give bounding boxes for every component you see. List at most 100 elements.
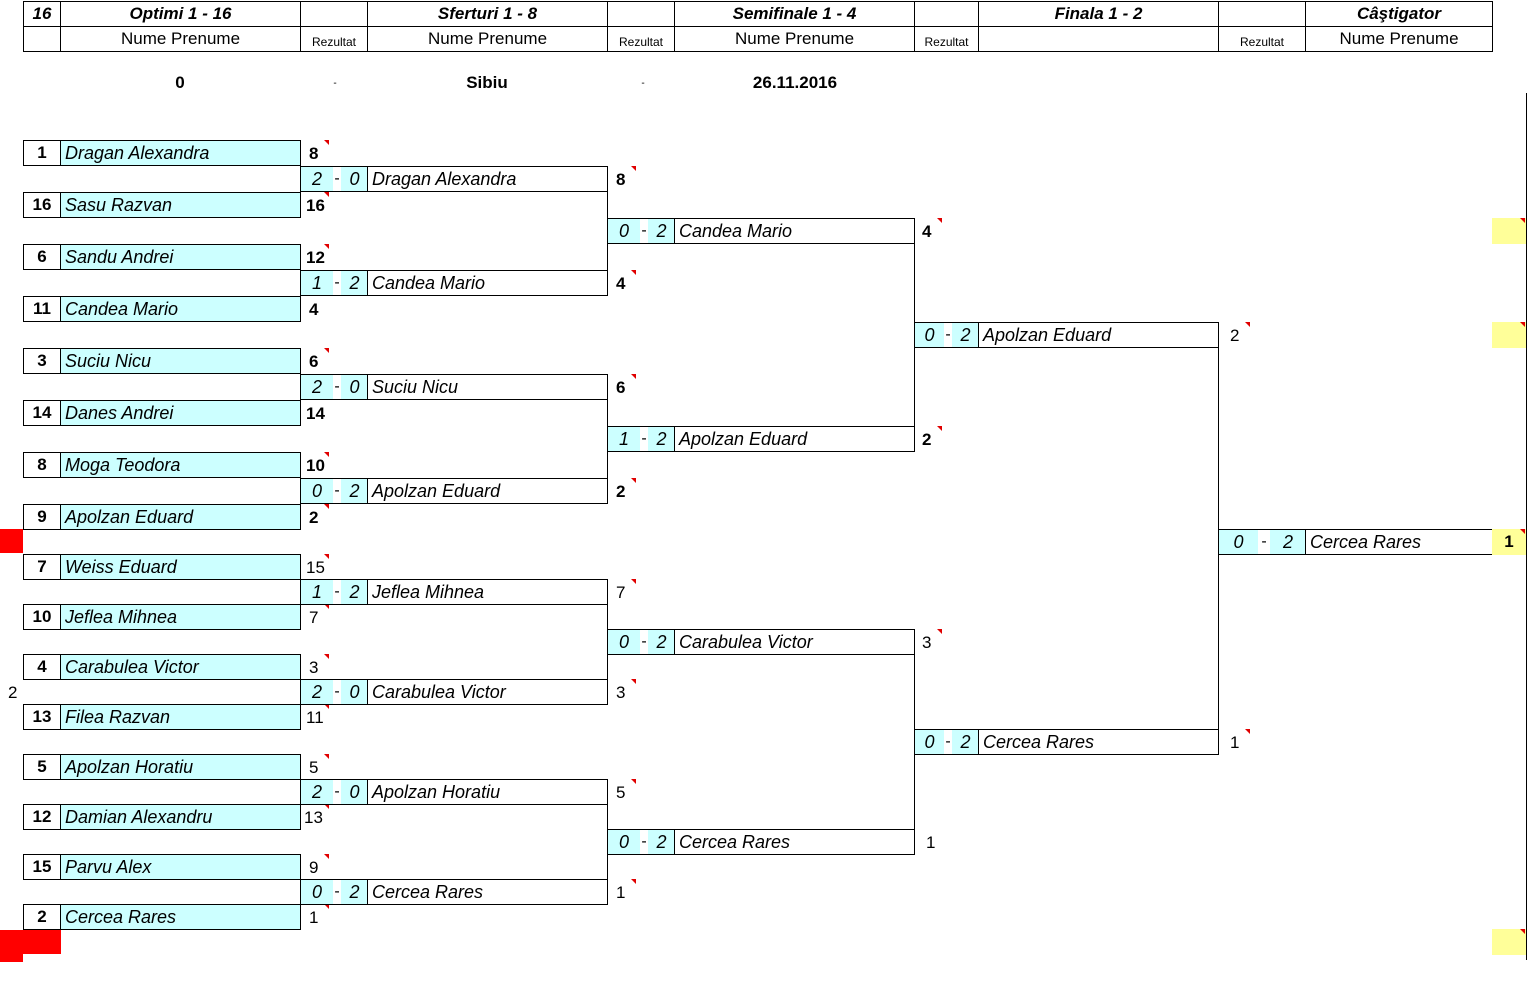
score-right[interactable]: 2 <box>952 322 979 348</box>
player-name[interactable]: Damian Alexandru <box>60 804 301 830</box>
score-left[interactable]: 2 <box>300 166 333 192</box>
player-name[interactable]: Weiss Eduard <box>60 554 301 580</box>
score-left[interactable]: 0 <box>914 729 944 755</box>
score-left[interactable]: 1 <box>300 270 333 296</box>
player-name[interactable]: Filea Razvan <box>60 704 301 730</box>
info-left-value: 0 <box>175 73 185 92</box>
score-right[interactable]: 2 <box>341 879 368 905</box>
header-blank <box>607 1 675 27</box>
bracket-connector <box>300 667 301 717</box>
subheader-result: Rezultat <box>914 26 979 52</box>
comment-marker-icon <box>1520 322 1525 327</box>
winner-rank: 7 <box>616 583 626 602</box>
comment-marker-icon <box>324 452 329 457</box>
winner-rank: 5 <box>616 783 626 802</box>
bracket-connector <box>300 361 301 413</box>
seed-number: 11 <box>23 296 61 322</box>
header-blank <box>300 1 368 27</box>
player-name[interactable]: Sasu Razvan <box>60 192 301 218</box>
winner-name[interactable]: Apolzan Eduard <box>674 426 915 452</box>
header-round-8: Sferturi 1 - 8 <box>367 1 608 27</box>
player-rank: 6 <box>309 352 319 371</box>
winner-rank: 4 <box>616 274 626 293</box>
comment-marker-icon <box>631 579 636 584</box>
player-name[interactable]: Parvu Alex <box>60 854 301 880</box>
seed-number: 15 <box>23 854 61 880</box>
side-number: 2 <box>8 683 18 702</box>
score-right[interactable]: 0 <box>341 166 368 192</box>
player-name[interactable]: Candea Mario <box>60 296 301 322</box>
player-name[interactable]: Apolzan Horatiu <box>60 754 301 780</box>
comment-marker-icon <box>324 140 329 145</box>
seed-number: 5 <box>23 754 61 780</box>
comment-marker-icon <box>1245 729 1250 734</box>
winner-name[interactable]: Cercea Rares <box>674 829 915 855</box>
score-right[interactable]: 2 <box>341 478 368 504</box>
comment-marker-icon <box>324 192 329 197</box>
winner-name[interactable]: Jeflea Mihnea <box>367 579 608 605</box>
winner-name[interactable]: Dragan Alexandra <box>367 166 608 192</box>
winner-name[interactable]: Cercea Rares <box>367 879 608 905</box>
score-right[interactable]: 2 <box>648 829 675 855</box>
player-name[interactable]: Suciu Nicu <box>60 348 301 374</box>
score-right[interactable]: 2 <box>341 579 368 605</box>
seed-number: 10 <box>23 604 61 630</box>
score-dash: - <box>640 629 648 655</box>
score-dash: - <box>1258 529 1270 555</box>
score-left[interactable]: 0 <box>1218 529 1258 555</box>
player-name[interactable]: Sandu Andrei <box>60 244 301 270</box>
red-marker-cell <box>0 930 61 954</box>
score-left[interactable]: 0 <box>607 829 640 855</box>
score-right[interactable]: 2 <box>648 426 675 452</box>
player-rank: 12 <box>306 248 325 267</box>
winner-name[interactable]: Apolzan Eduard <box>367 478 608 504</box>
score-left[interactable]: 0 <box>300 879 333 905</box>
score-right[interactable]: 0 <box>341 374 368 400</box>
winner-name[interactable]: Cercea Rares <box>978 729 1219 755</box>
comment-marker-icon <box>631 679 636 684</box>
score-left[interactable]: 0 <box>607 218 640 244</box>
winner-name[interactable]: Candea Mario <box>367 270 608 296</box>
score-right[interactable]: 2 <box>648 629 675 655</box>
score-right[interactable]: 2 <box>341 270 368 296</box>
player-name[interactable]: Dragan Alexandra <box>60 140 301 166</box>
player-name[interactable]: Moga Teodora <box>60 452 301 478</box>
winner-name[interactable]: Candea Mario <box>674 218 915 244</box>
player-name[interactable]: Apolzan Eduard <box>60 504 301 530</box>
seed-number: 8 <box>23 452 61 478</box>
comment-marker-icon <box>324 244 329 249</box>
score-right[interactable]: 2 <box>648 218 675 244</box>
winner-name[interactable]: Apolzan Horatiu <box>367 779 608 805</box>
score-dash: - <box>333 374 341 400</box>
score-left[interactable]: 0 <box>300 478 333 504</box>
player-name[interactable]: Jeflea Mihnea <box>60 604 301 630</box>
score-dash: - <box>944 322 952 348</box>
score-left[interactable]: 2 <box>300 679 333 705</box>
score-right[interactable]: 2 <box>1270 529 1306 555</box>
score-right[interactable]: 0 <box>341 779 368 805</box>
score-left[interactable]: 2 <box>300 779 333 805</box>
winner-rank: 4 <box>922 222 932 241</box>
player-name[interactable]: Cercea Rares <box>60 904 301 930</box>
winner-rank: 6 <box>616 378 626 397</box>
subheader-result: Rezultat <box>300 26 368 52</box>
score-left[interactable]: 1 <box>300 579 333 605</box>
winner-name[interactable]: Carabulea Victor <box>674 629 915 655</box>
score-left[interactable]: 0 <box>914 322 944 348</box>
winner-name[interactable]: Suciu Nicu <box>367 374 608 400</box>
player-rank: 3 <box>309 658 319 677</box>
score-left[interactable]: 0 <box>607 629 640 655</box>
info-date: 26.11.2016 <box>752 73 838 92</box>
champion-name[interactable]: Cercea Rares <box>1305 529 1493 555</box>
player-rank: 1 <box>309 908 319 927</box>
player-name[interactable]: Carabulea Victor <box>60 654 301 680</box>
winner-name[interactable]: Carabulea Victor <box>367 679 608 705</box>
score-left[interactable]: 1 <box>607 426 640 452</box>
score-right[interactable]: 2 <box>952 729 979 755</box>
winner-rank: 2 <box>1230 326 1240 345</box>
player-name[interactable]: Danes Andrei <box>60 400 301 426</box>
score-right[interactable]: 0 <box>341 679 368 705</box>
score-left[interactable]: 2 <box>300 374 333 400</box>
comment-marker-icon <box>1520 929 1525 934</box>
winner-name[interactable]: Apolzan Eduard <box>978 322 1219 348</box>
